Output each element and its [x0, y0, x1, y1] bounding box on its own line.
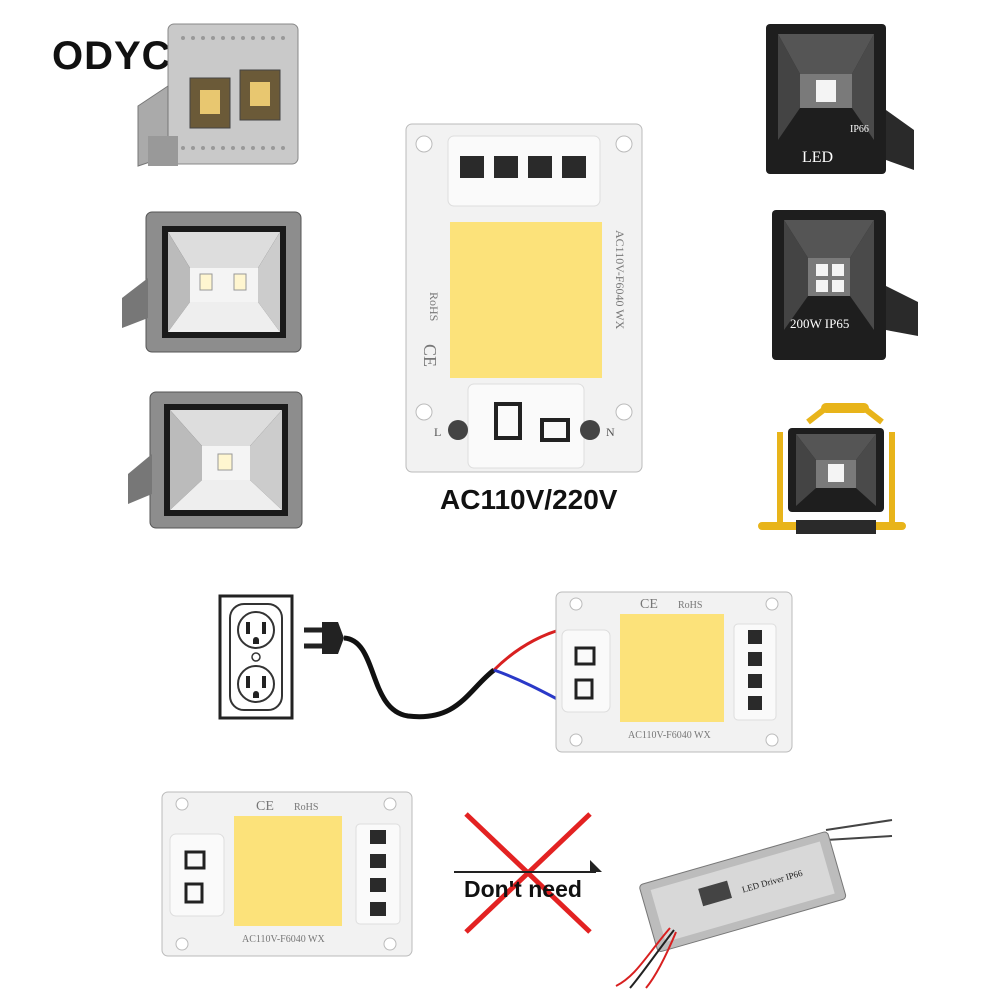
wall-outlet-image [218, 594, 294, 720]
cob-chip-wired: CE RoHS AC110V-F6040 WX [555, 591, 793, 753]
grey-floodlight-2led-image [122, 211, 302, 353]
bottom-chip-ce: CE [256, 799, 274, 814]
ip66-text: IP66 [850, 124, 869, 135]
led-driver-image: LED Driver IP66 [615, 819, 893, 989]
wired-chip-rohs: RoHS [678, 600, 702, 611]
cob-chip-large: L N RoHS CE AC110V-F6040 WX [405, 123, 643, 473]
black-led-floodlight-image: LED IP66 [766, 24, 914, 174]
bottom-chip-rohs: RoHS [294, 802, 318, 813]
wired-chip-model: AC110V-F6040 WX [628, 730, 711, 741]
chip-terminal-n: N [606, 425, 615, 439]
led-text: LED [802, 149, 833, 166]
red-cross-icon [454, 812, 602, 934]
200w-ip65-text: 200W IP65 [790, 316, 849, 331]
wired-chip-ce: CE [640, 597, 658, 612]
voltage-label: AC110V/220V [440, 484, 618, 515]
plug-and-wires [304, 622, 588, 720]
work-light-image [758, 403, 906, 534]
dual-cob-floodlight-image [137, 23, 299, 167]
chip-model-label: AC110V-F6040 WX [613, 230, 627, 330]
chip-terminal-l: L [434, 425, 441, 439]
black-200w-floodlight-image: 200W IP65 [772, 210, 918, 360]
grey-floodlight-1led-image [128, 391, 303, 529]
dont-need-label: Don't need [464, 876, 582, 902]
chip-ce-label: CE [420, 344, 440, 367]
cob-chip-bottom: CE RoHS AC110V-F6040 WX [161, 791, 413, 957]
bottom-chip-model: AC110V-F6040 WX [242, 934, 325, 945]
chip-rohs-label: RoHS [427, 292, 441, 321]
